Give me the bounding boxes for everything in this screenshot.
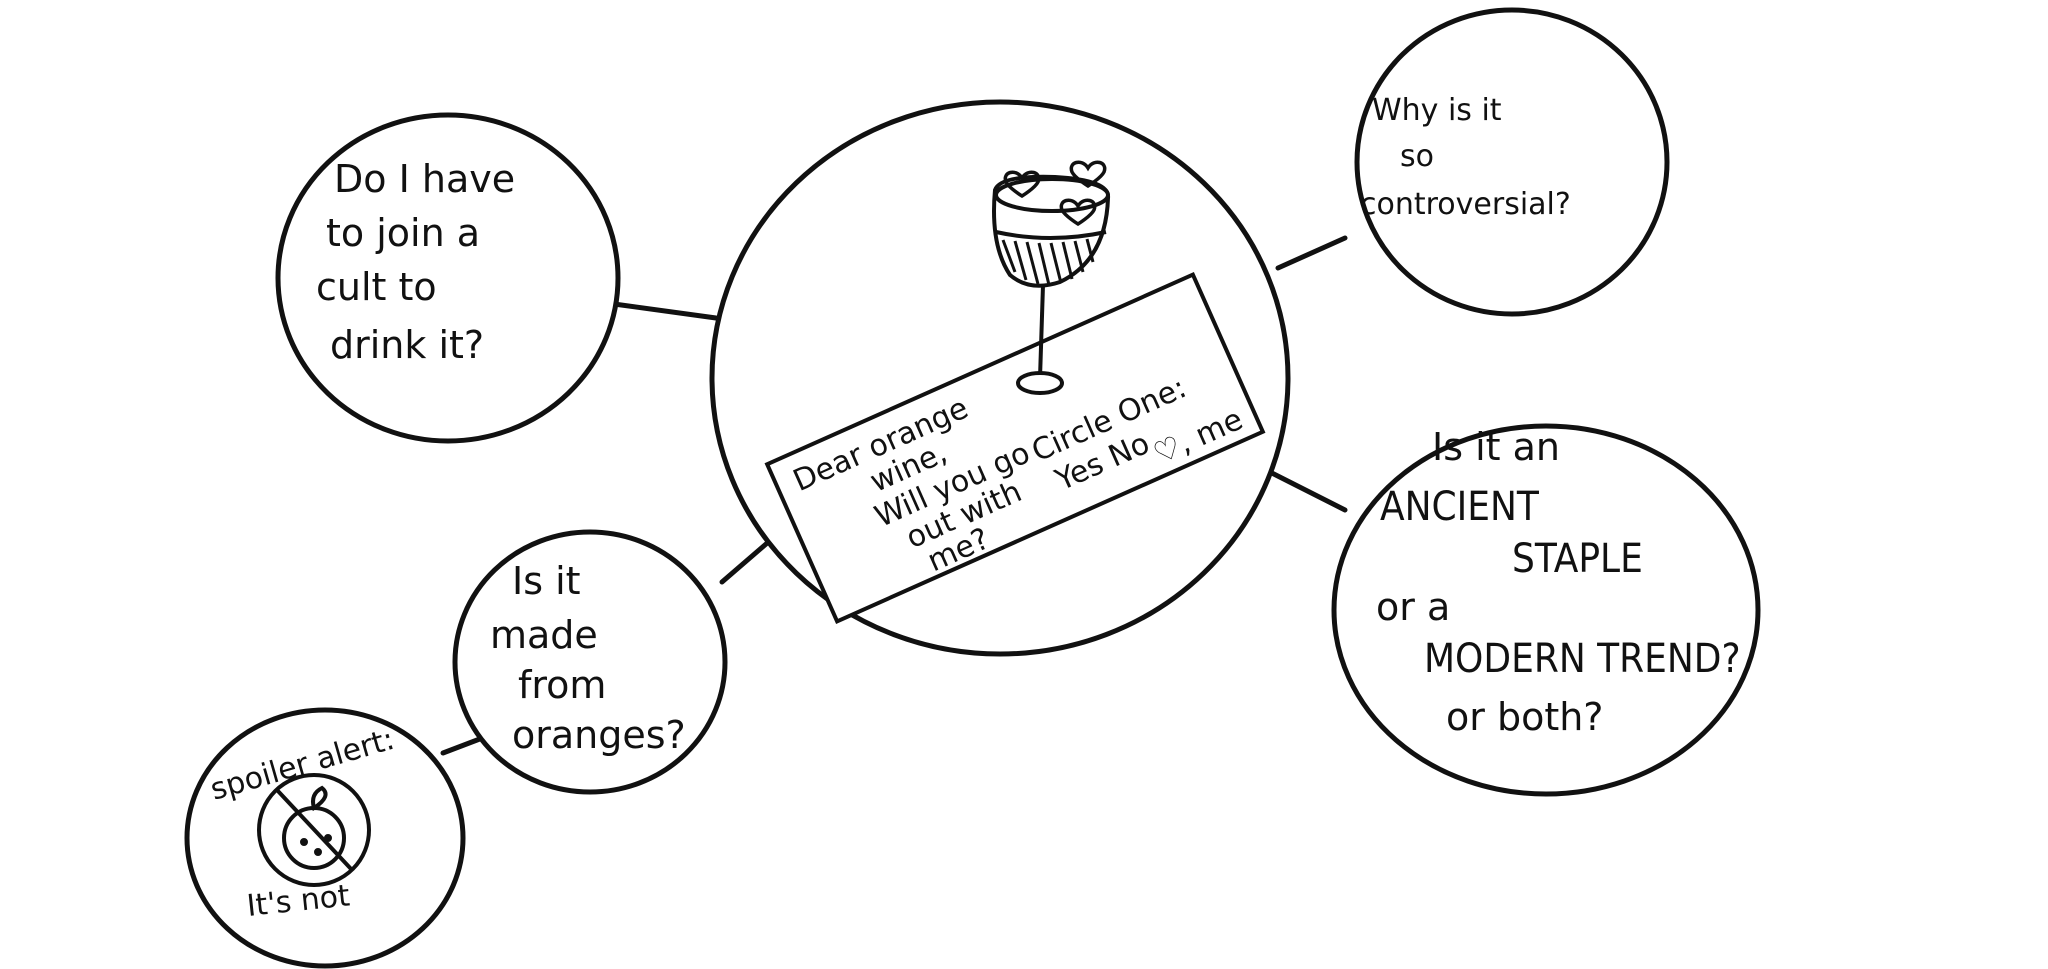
cult-line-3: cult to [316, 265, 437, 309]
staple-line-4: or a [1376, 585, 1450, 629]
connector-controversial [1278, 238, 1345, 268]
staple-line-5: MODERN TREND? [1424, 636, 1741, 682]
connector-oranges [722, 538, 773, 582]
connector-staple [1262, 468, 1345, 510]
staple-line-2: ANCIENT [1380, 484, 1540, 530]
oranges-line-2: made [490, 613, 598, 657]
connector-cult [614, 304, 716, 318]
controversial-line-1: Why is it [1372, 93, 1502, 128]
cult-line-1: Do I have [334, 157, 515, 201]
controversial-line-3: controversial? [1360, 187, 1571, 222]
cult-line-4: drink it? [330, 323, 484, 367]
controversial-line-2: so [1400, 139, 1434, 174]
oranges-line-1: Is it [512, 559, 581, 603]
staple-line-6: or both? [1446, 695, 1603, 739]
staple-line-3: STAPLE [1512, 536, 1643, 582]
staple-line-1: Is it an [1432, 425, 1560, 469]
oranges-line-3: from [518, 663, 606, 707]
oranges-line-4: oranges? [512, 713, 686, 757]
cult-line-2: to join a [326, 211, 480, 255]
